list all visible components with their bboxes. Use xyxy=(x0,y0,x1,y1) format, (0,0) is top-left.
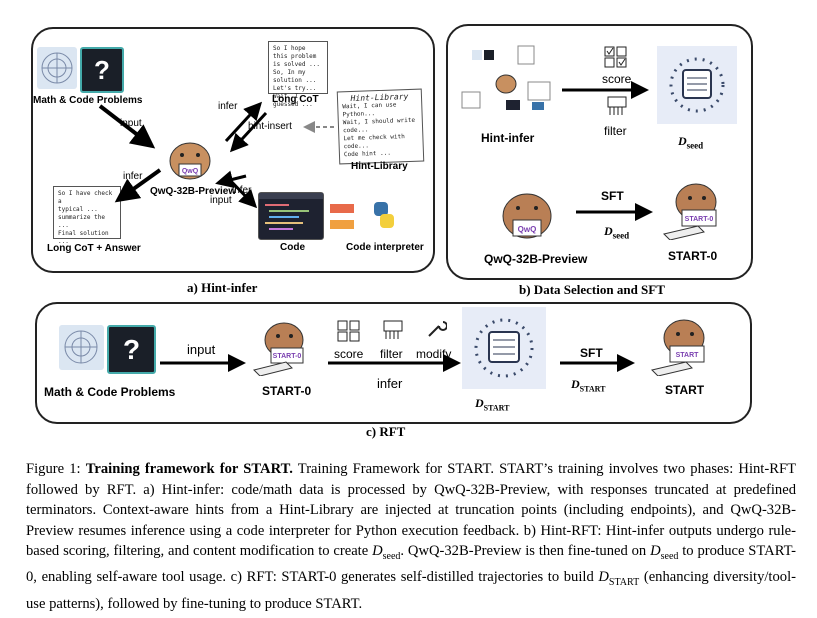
modify-label-c: modify xyxy=(416,347,452,361)
filter-label-b: filter xyxy=(604,124,627,138)
caption-d-seed-1: D xyxy=(372,543,383,559)
code-problem-icon-c: ? xyxy=(107,325,156,374)
score-label-b: score xyxy=(602,72,632,86)
sft-label-b: SFT xyxy=(601,189,624,203)
math-code-problems-label: Math & Code Problems xyxy=(33,95,143,106)
arrow-infer-bottom: infer xyxy=(232,185,252,196)
svg-text:QwQ: QwQ xyxy=(182,168,199,175)
hint-library-label: Hint-Library xyxy=(351,161,408,172)
arrow-infer-top: infer xyxy=(218,101,238,112)
math-problem-icon-c xyxy=(59,325,104,370)
figure-caption: Figure 1: Training framework for START. … xyxy=(26,459,796,614)
arrow-infer-c: infer xyxy=(377,376,403,391)
caption-d-start-sub: START xyxy=(608,577,640,589)
arrow-input-bottom: input xyxy=(210,195,232,206)
svg-text:START-0: START-0 xyxy=(273,353,302,360)
panel-b-title: b) Data Selection and SFT xyxy=(519,282,665,297)
caption-d-start: D xyxy=(598,569,609,586)
sft-label-c: SFT xyxy=(580,346,603,360)
panel-a-title: a) Hint-infer xyxy=(187,280,258,295)
code-interpreter-icon xyxy=(328,200,398,236)
caption-text-3: to produce START-0, enabling self-aware … xyxy=(26,543,797,586)
svg-text:START-0: START-0 xyxy=(685,216,714,223)
arrow-input-a: input xyxy=(120,118,142,129)
d-start-label-c: DSTART xyxy=(475,396,510,413)
start0-label-c: START-0 xyxy=(262,384,312,398)
long-cot-label: Long CoT xyxy=(272,94,319,105)
caption-prefix: Figure 1: xyxy=(26,461,86,477)
arrow-input-c: input xyxy=(187,342,216,357)
wrench-icon xyxy=(425,318,448,340)
arrow-hint-insert: hint-insert xyxy=(248,121,292,132)
start0-mascot-b: START-0 xyxy=(658,174,728,241)
long-cot-answer-label: Long CoT + Answer xyxy=(47,243,141,254)
caption-d-seed-2-sub: seed xyxy=(660,550,679,562)
qwq-mascot-a: QwQ xyxy=(160,131,220,183)
svg-text:START: START xyxy=(676,352,700,359)
start0-label-b: START-0 xyxy=(668,249,718,263)
sft-dstart-label-c: DSTART xyxy=(571,377,606,394)
start-label-c: START xyxy=(665,383,705,397)
panel-c-arrows xyxy=(160,354,635,372)
score-label-c: score xyxy=(334,347,364,361)
code-interpreter-label: Code interpreter xyxy=(346,242,424,253)
qwq-mascot-b: QwQ xyxy=(494,180,560,246)
sft-dseed-label-b: Dseed xyxy=(604,224,630,241)
caption-d-seed-1-sub: seed xyxy=(382,550,401,562)
filter-label-c: filter xyxy=(380,347,403,361)
math-problem-icon xyxy=(37,47,77,89)
panel-b-arrows xyxy=(562,81,653,221)
caption-text-2: . QwQ-32B-Preview is then fine-tuned on xyxy=(400,543,651,559)
code-problem-icon: ? xyxy=(80,47,124,93)
start0-mascot-c: START-0 xyxy=(250,314,314,377)
filter-icon-c xyxy=(383,320,403,340)
filter-icon-b xyxy=(607,96,627,116)
math-code-problems-label-c: Math & Code Problems xyxy=(44,385,176,399)
hint-infer-thumbnail xyxy=(458,42,558,122)
score-icon-c xyxy=(337,320,361,342)
d-seed-label-b: Dseed xyxy=(678,134,704,151)
caption-text-1: Training Framework for START. START’s tr… xyxy=(26,461,796,559)
qwq-model-label-b: QwQ-32B-Preview xyxy=(484,252,588,266)
arrow-infer-left: infer xyxy=(123,171,143,182)
caption-text-4: (enhancing diversity/tool-use patterns),… xyxy=(26,569,796,612)
caption-title: Training framework for START. xyxy=(85,461,293,477)
panel-a-arrows xyxy=(98,101,334,209)
start-mascot-c: START xyxy=(646,310,716,377)
caption-d-seed-2: D xyxy=(650,543,661,559)
svg-text:QwQ: QwQ xyxy=(518,225,537,234)
d-start-dataset-box xyxy=(462,307,546,389)
hint-infer-label: Hint-infer xyxy=(481,131,535,145)
d-seed-dataset-box xyxy=(657,46,737,124)
qwq-model-label-a: QwQ-32B-Preview xyxy=(150,186,237,197)
code-window xyxy=(258,192,324,240)
code-label: Code xyxy=(280,242,305,253)
panel-c-title: c) RFT xyxy=(366,424,406,439)
score-icon-b xyxy=(604,46,628,68)
